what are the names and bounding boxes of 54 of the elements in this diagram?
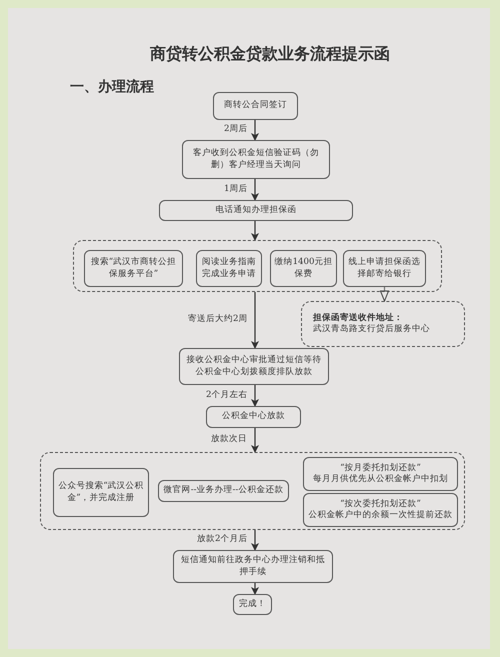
process-box bbox=[179, 348, 329, 385]
edge-label: 放款次日 bbox=[211, 433, 247, 445]
process-box bbox=[158, 480, 289, 502]
edge-label: 2个月左右 bbox=[206, 388, 248, 400]
group-box bbox=[73, 240, 442, 292]
process-box bbox=[182, 140, 330, 179]
arrow bbox=[251, 179, 259, 201]
box-text: 搜索“武汉市商转公担保服务平台” bbox=[90, 257, 178, 280]
arrow bbox=[251, 292, 259, 349]
arrow bbox=[251, 428, 259, 453]
process-box bbox=[159, 200, 353, 221]
edge-label: 寄送后大约2周 bbox=[188, 313, 248, 325]
box-text: 线上申请担保函选择邮寄给银行 bbox=[348, 257, 422, 280]
section-heading: 一、办理流程 bbox=[70, 78, 154, 96]
box-text: 电话通知办理担保函 bbox=[214, 204, 298, 216]
box-text: 短信通知前往政务中心办理注销和抵押手续 bbox=[180, 555, 326, 578]
title: 商贷转公积金贷款业务流程提示函 bbox=[149, 44, 391, 65]
process-box bbox=[303, 493, 458, 527]
box-text: 每月月供优先从公积金帐户中扣划 bbox=[312, 474, 449, 486]
box-text: 客户收到公积金短信验证码（勿删）客户经理当天询问 bbox=[192, 148, 320, 171]
box-text: 阅读业务指南完成业务申请 bbox=[201, 257, 257, 280]
arrow bbox=[251, 221, 259, 241]
box-text: 商转公合同签订 bbox=[223, 100, 288, 112]
box-heading: “按月委托扣划还款” bbox=[339, 462, 422, 474]
arrow bbox=[251, 120, 259, 141]
box-heading: 担保函寄送收件地址： bbox=[312, 312, 404, 324]
box-text: 公积金帐户中的余额一次性提前还款 bbox=[308, 510, 454, 522]
process-box bbox=[213, 92, 298, 120]
process-box bbox=[233, 594, 272, 615]
process-box bbox=[84, 250, 183, 287]
arrow bbox=[251, 385, 259, 407]
process-box bbox=[173, 550, 333, 583]
block-arrow bbox=[380, 287, 389, 302]
box-text: 微官网--业务办理--公积金还款 bbox=[162, 485, 284, 497]
box-heading: “按次委托扣划还款” bbox=[339, 498, 422, 510]
box-text: 公众号搜索“武汉公积金”，并完成注册 bbox=[57, 481, 145, 504]
box-text: 接收公积金中心审批通过短信等待公积金中心划拨额度排队放款 bbox=[186, 355, 322, 378]
address-box bbox=[301, 301, 465, 347]
edge-label: 放款2个月后 bbox=[197, 533, 248, 545]
box-text: 完成！ bbox=[238, 598, 267, 610]
box-text: 公积金中心放款 bbox=[221, 411, 286, 423]
process-box bbox=[303, 457, 458, 491]
process-box bbox=[196, 250, 262, 287]
process-box bbox=[270, 250, 337, 287]
box-text: 武汉青岛路支行贷后服务中心 bbox=[312, 324, 431, 336]
process-box bbox=[343, 250, 426, 287]
edge-label: 1周后 bbox=[224, 182, 248, 194]
box-text: 缴纳1400元担保费 bbox=[274, 257, 334, 280]
group-box bbox=[40, 452, 465, 530]
process-box bbox=[206, 406, 301, 428]
process-box bbox=[53, 468, 149, 517]
arrow bbox=[251, 583, 259, 595]
arrow bbox=[251, 530, 259, 551]
edge-label: 2周后 bbox=[224, 123, 248, 135]
